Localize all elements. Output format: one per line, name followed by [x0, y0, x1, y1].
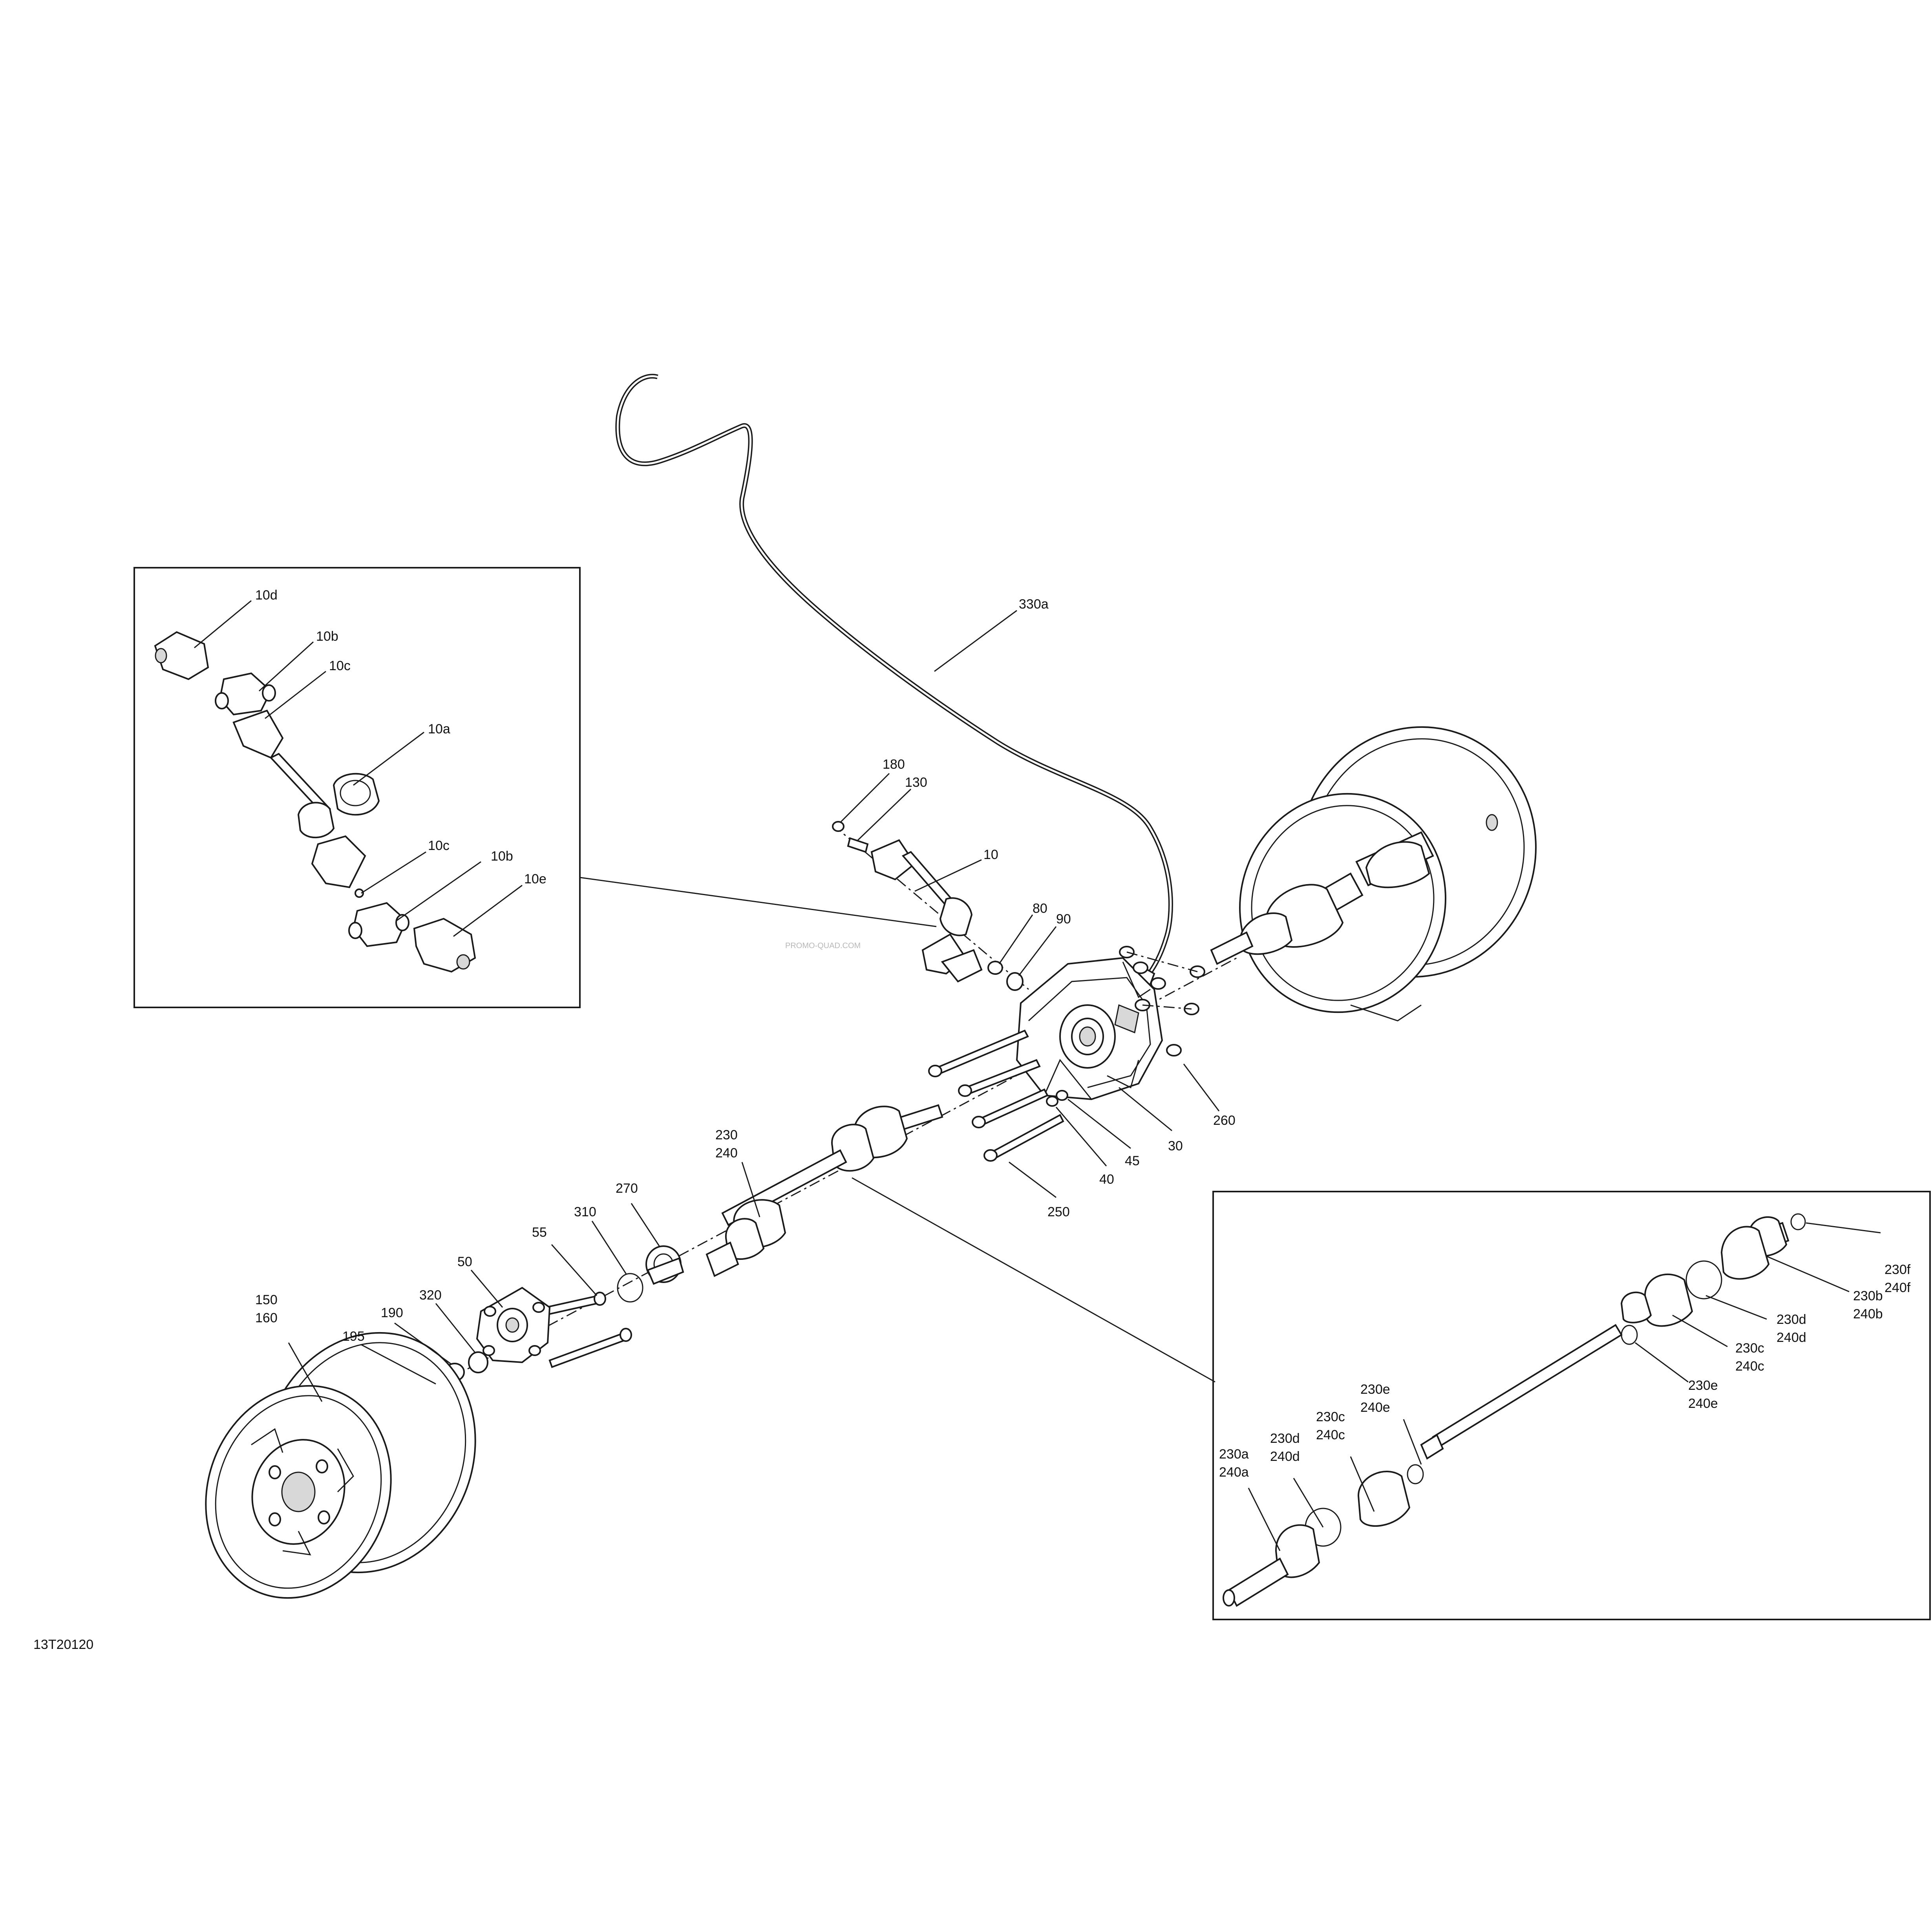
inset-frame-driveshaft [133, 567, 581, 1008]
watermark: PROMO-QUAD.COM [785, 941, 861, 950]
callout-250: 250 [1047, 1205, 1070, 1219]
callout-55: 55 [532, 1225, 547, 1240]
callout-260: 260 [1213, 1113, 1236, 1128]
callout-10b-top: 10b [316, 629, 338, 644]
bolts-250 [928, 1029, 1064, 1162]
callout-10a: 10a [428, 722, 450, 737]
callout-240f: 240f [1884, 1280, 1911, 1295]
drawing-number: 13T20120 [33, 1637, 93, 1652]
callout-30: 30 [1168, 1139, 1183, 1153]
halfshaft-right [1210, 831, 1434, 965]
callout-240c-left: 240c [1316, 1428, 1345, 1442]
driveshaft-main [832, 821, 983, 983]
callout-10d: 10d [255, 588, 278, 603]
callout-230d-right: 230d [1777, 1312, 1806, 1327]
callout-160: 160 [255, 1311, 278, 1325]
inset-leader-axle [852, 1177, 1215, 1383]
washer-45 [1056, 1090, 1068, 1101]
callout-150: 150 [255, 1292, 278, 1307]
callout-230b: 230b [1853, 1289, 1883, 1303]
nuts-260 [1119, 946, 1205, 1056]
callout-230c-left: 230c [1316, 1409, 1345, 1424]
callout-240d-right: 240d [1777, 1330, 1806, 1345]
callout-240e-right: 240e [1688, 1396, 1718, 1411]
centre-line-main [435, 957, 1237, 1387]
callout-40: 40 [1099, 1172, 1114, 1187]
callout-310: 310 [574, 1205, 596, 1219]
callout-240c-right: 240c [1735, 1359, 1764, 1374]
callout-180: 180 [883, 757, 905, 772]
studs-55 [545, 1292, 632, 1368]
callout-195: 195 [342, 1329, 365, 1344]
callout-240d-left: 240d [1270, 1449, 1300, 1464]
callout-240: 240 [715, 1146, 738, 1161]
washer-40 [1046, 1096, 1058, 1107]
callout-230c-right: 230c [1735, 1341, 1764, 1356]
callout-190: 190 [381, 1305, 403, 1320]
callout-80: 80 [1033, 901, 1047, 916]
callout-90: 90 [1056, 912, 1071, 927]
callout-10e: 10e [524, 872, 547, 886]
washer-320 [468, 1351, 488, 1373]
callout-240a: 240a [1219, 1465, 1249, 1480]
callout-10c-bot: 10c [428, 838, 450, 853]
inset-driveshaft-parts [154, 631, 476, 973]
callout-270: 270 [616, 1181, 638, 1196]
inset-leader-driveshaft [579, 877, 937, 927]
callout-230d-left: 230d [1270, 1431, 1300, 1446]
breather-tube [615, 374, 1173, 979]
callout-320: 320 [419, 1288, 442, 1303]
callout-230e-right: 230e [1688, 1378, 1718, 1393]
halfshaft-left [706, 1104, 943, 1277]
callout-230: 230 [715, 1128, 738, 1142]
callout-130: 130 [905, 775, 927, 790]
breather-tube-inner [616, 375, 1172, 978]
callout-10c-top: 10c [329, 658, 351, 673]
bearing-270 [645, 1245, 684, 1285]
wheel-left [205, 1332, 476, 1599]
leader-lines [194, 600, 1881, 1551]
wheel-hub-50 [476, 1287, 551, 1364]
seal-80 [987, 961, 1003, 975]
callout-230e-left: 230e [1360, 1382, 1390, 1397]
callout-10: 10 [983, 847, 998, 862]
seal-90 [1006, 972, 1024, 991]
callout-45: 45 [1125, 1153, 1140, 1168]
callout-330a: 330a [1019, 597, 1049, 612]
differential-housing [1016, 957, 1163, 1100]
callout-240b: 240b [1853, 1307, 1883, 1322]
inset-axle-parts [1223, 1213, 1806, 1607]
callout-50: 50 [457, 1254, 472, 1269]
callout-240e-left: 240e [1360, 1400, 1390, 1415]
callout-230f: 230f [1884, 1262, 1911, 1277]
inset-frame-axle [1212, 1191, 1931, 1620]
circlip-310 [617, 1273, 643, 1303]
callout-10b-bot: 10b [491, 849, 513, 864]
callout-230a: 230a [1219, 1447, 1249, 1462]
